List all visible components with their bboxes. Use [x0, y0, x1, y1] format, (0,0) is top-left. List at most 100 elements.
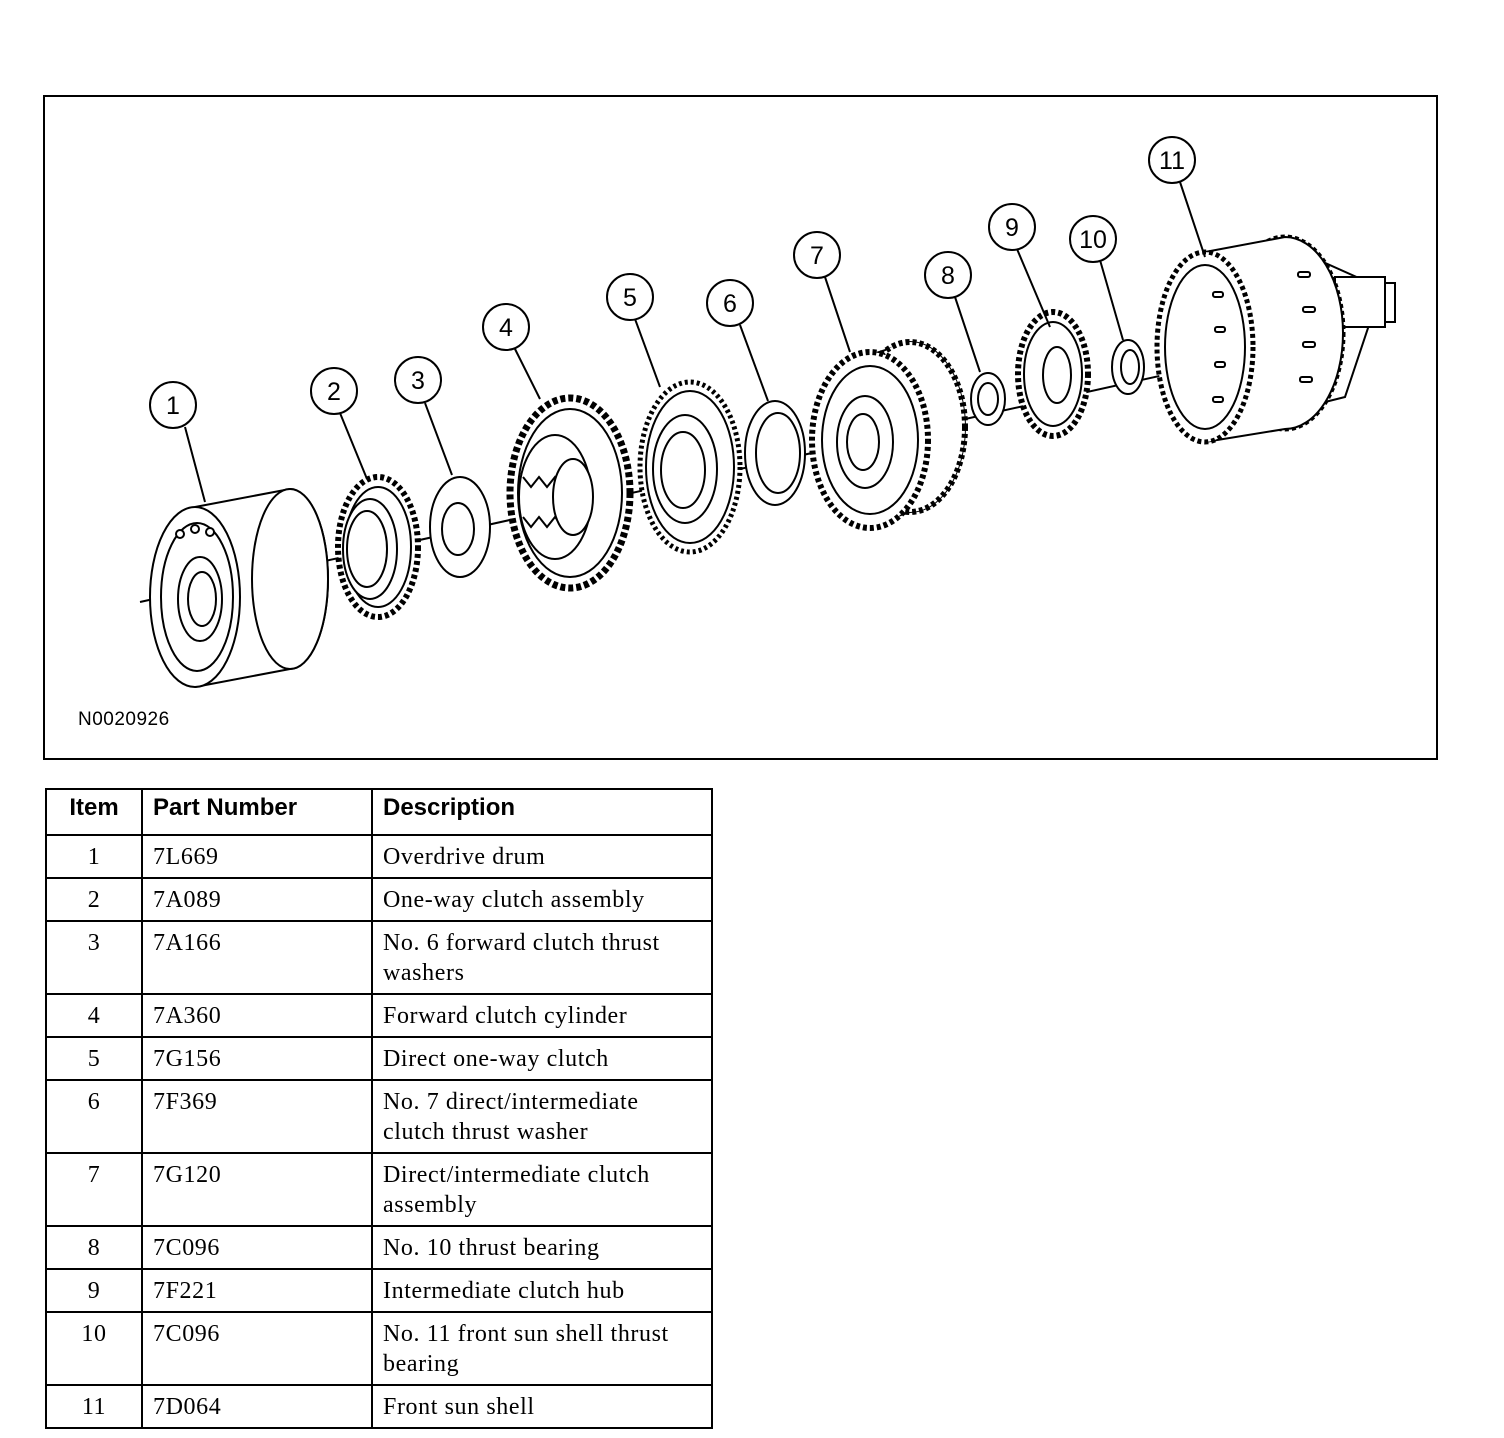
callout-8: 8	[924, 251, 972, 299]
part-6-thrust-washer	[744, 400, 806, 506]
header-item: Item	[45, 788, 143, 836]
part-number-cell: 7C096	[141, 1311, 373, 1386]
leader-7	[824, 276, 851, 353]
description-cell: Forward clutch cylinder	[371, 993, 713, 1038]
callout-5-number: 5	[623, 284, 637, 312]
table-row: 3 7A166 No. 6 forward clutch thrust washe…	[45, 920, 713, 995]
description-cell: Overdrive drum	[371, 834, 713, 879]
description-cell: Front sun shell	[371, 1384, 713, 1429]
callout-8-number: 8	[941, 262, 955, 290]
part-number-cell: 7A360	[141, 993, 373, 1038]
callout-1-number: 1	[166, 392, 180, 420]
description-line: Direct/intermediate clutch	[383, 1162, 650, 1188]
callout-3: 3	[394, 356, 442, 404]
description-line: No. 7 direct/intermediate	[383, 1089, 639, 1115]
description-line: Overdrive drum	[383, 844, 546, 870]
leader-4	[514, 348, 541, 400]
description-cell: No. 10 thrust bearing	[371, 1225, 713, 1270]
part-9-intermediate-clutch-hub	[1015, 309, 1091, 439]
description-line: Forward clutch cylinder	[383, 1003, 628, 1029]
leader-10	[1099, 259, 1124, 341]
description-line: No. 6 forward clutch thrust	[383, 930, 660, 956]
callout-10-number: 10	[1079, 226, 1107, 254]
part-number-cell: 7L669	[141, 834, 373, 879]
table-row: 6 7F369 No. 7 direct/intermediate clutch …	[45, 1079, 713, 1154]
parts-table: Item Part Number Description 1 7L669 Ove…	[45, 788, 713, 1429]
figure-code: N0020926	[78, 709, 170, 730]
part-1-overdrive-drum	[149, 487, 329, 688]
part-number-cell: 7G120	[141, 1152, 373, 1227]
item-cell: 1	[45, 834, 143, 879]
description-line: bearing	[383, 1351, 460, 1377]
callout-1: 1	[149, 381, 197, 429]
leader-9	[1016, 248, 1051, 328]
description-line: washers	[383, 960, 465, 986]
part-number-cell: 7C096	[141, 1225, 373, 1270]
callout-6: 6	[706, 279, 754, 327]
part-5-direct-one-way-clutch	[637, 379, 743, 555]
exploded-view-drawing: 1 2 3 4 5 6 7 8	[139, 136, 1396, 688]
callout-10: 10	[1069, 215, 1117, 263]
callout-11-number: 11	[1159, 147, 1185, 175]
description-cell: No. 7 direct/intermediate clutch thrust w…	[371, 1079, 713, 1154]
part-2-one-way-clutch	[335, 474, 421, 620]
description-cell: No. 6 forward clutch thrust washers	[371, 920, 713, 995]
item-cell: 6	[45, 1079, 143, 1154]
description-line: Intermediate clutch hub	[383, 1278, 625, 1304]
callout-3-number: 3	[411, 367, 425, 395]
item-cell: 9	[45, 1268, 143, 1313]
leader-11	[1179, 181, 1206, 258]
part-number-cell: 7A166	[141, 920, 373, 995]
item-cell: 10	[45, 1311, 143, 1386]
table-row: 11 7D064 Front sun shell	[45, 1384, 713, 1429]
leader-5	[634, 318, 661, 388]
callout-2: 2	[310, 367, 358, 415]
part-number-cell: 7G156	[141, 1036, 373, 1081]
leader-1	[184, 426, 206, 503]
callout-leaders	[184, 181, 1206, 503]
item-cell: 4	[45, 993, 143, 1038]
table-row: 4 7A360 Forward clutch cylinder	[45, 993, 713, 1038]
part-7-direct-intermediate-clutch	[809, 339, 968, 531]
part-11-front-sun-shell	[1154, 234, 1396, 445]
table-row: 8 7C096 No. 10 thrust bearing	[45, 1225, 713, 1270]
callout-4-number: 4	[499, 314, 513, 342]
callout-9: 9	[988, 203, 1036, 251]
table-row: 2 7A089 One-way clutch assembly	[45, 877, 713, 922]
callout-11: 11	[1148, 136, 1196, 184]
description-line: Front sun shell	[383, 1394, 535, 1420]
description-line: clutch thrust washer	[383, 1119, 589, 1145]
exploded-view-figure: 1 2 3 4 5 6 7 8	[43, 95, 1438, 760]
callout-9-number: 9	[1005, 214, 1019, 242]
leader-3	[424, 402, 453, 476]
description-line: One-way clutch assembly	[383, 887, 645, 913]
description-line: No. 11 front sun shell thrust	[383, 1321, 669, 1347]
description-cell: No. 11 front sun shell thrust bearing	[371, 1311, 713, 1386]
description-line: No. 10 thrust bearing	[383, 1235, 600, 1261]
description-cell: One-way clutch assembly	[371, 877, 713, 922]
header-description: Description	[371, 788, 713, 836]
item-cell: 2	[45, 877, 143, 922]
leader-8	[954, 296, 981, 373]
table-row: 5 7G156 Direct one-way clutch	[45, 1036, 713, 1081]
part-number-cell: 7F221	[141, 1268, 373, 1313]
part-number-cell: 7F369	[141, 1079, 373, 1154]
part-3-thrust-washer	[429, 476, 491, 578]
callout-2-number: 2	[327, 378, 341, 406]
callout-4: 4	[482, 303, 530, 351]
item-cell: 8	[45, 1225, 143, 1270]
table-row: 1 7L669 Overdrive drum	[45, 834, 713, 879]
item-cell: 7	[45, 1152, 143, 1227]
description-cell: Direct one-way clutch	[371, 1036, 713, 1081]
item-cell: 3	[45, 920, 143, 995]
part-4-forward-clutch-cylinder	[506, 394, 634, 592]
header-row: Item Part Number Description	[45, 788, 713, 836]
item-cell: 5	[45, 1036, 143, 1081]
table-row: 9 7F221 Intermediate clutch hub	[45, 1268, 713, 1313]
leader-2	[339, 412, 368, 480]
part-8-thrust-bearing	[970, 372, 1006, 426]
description-line: Direct one-way clutch	[383, 1046, 609, 1072]
description-cell: Intermediate clutch hub	[371, 1268, 713, 1313]
